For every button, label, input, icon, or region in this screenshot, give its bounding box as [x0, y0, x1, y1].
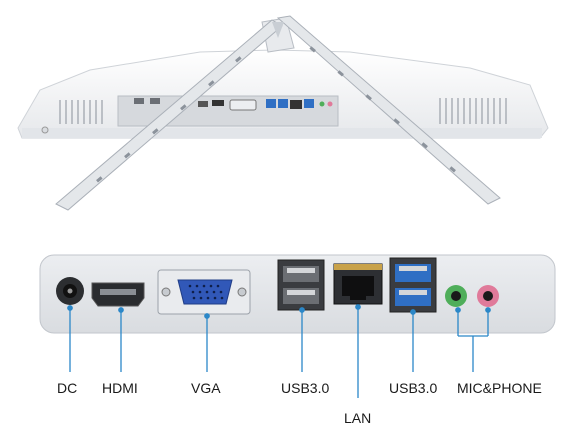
usb3-port-stack-right — [389, 257, 437, 313]
lan-port — [333, 263, 383, 305]
label-dc: DC — [57, 380, 78, 396]
label-hdmi: HDMI — [102, 380, 138, 396]
label-lan: LAN — [344, 410, 372, 426]
dc-port — [56, 277, 84, 305]
hdmi-port — [91, 282, 145, 307]
vga-port — [157, 269, 251, 315]
label-mic-phone: MIC&PHONE — [457, 380, 542, 396]
label-usb30-left: USB3.0 — [281, 380, 330, 396]
phone-jack — [477, 285, 499, 307]
leader-lines — [67, 304, 491, 398]
usb-port-stack-left — [277, 259, 325, 311]
label-usb30-right: USB3.0 — [389, 380, 438, 396]
label-vga: VGA — [191, 380, 221, 396]
port-panel — [39, 254, 556, 334]
monitor-rear-photo — [17, 15, 549, 211]
mic-jack — [445, 285, 467, 307]
